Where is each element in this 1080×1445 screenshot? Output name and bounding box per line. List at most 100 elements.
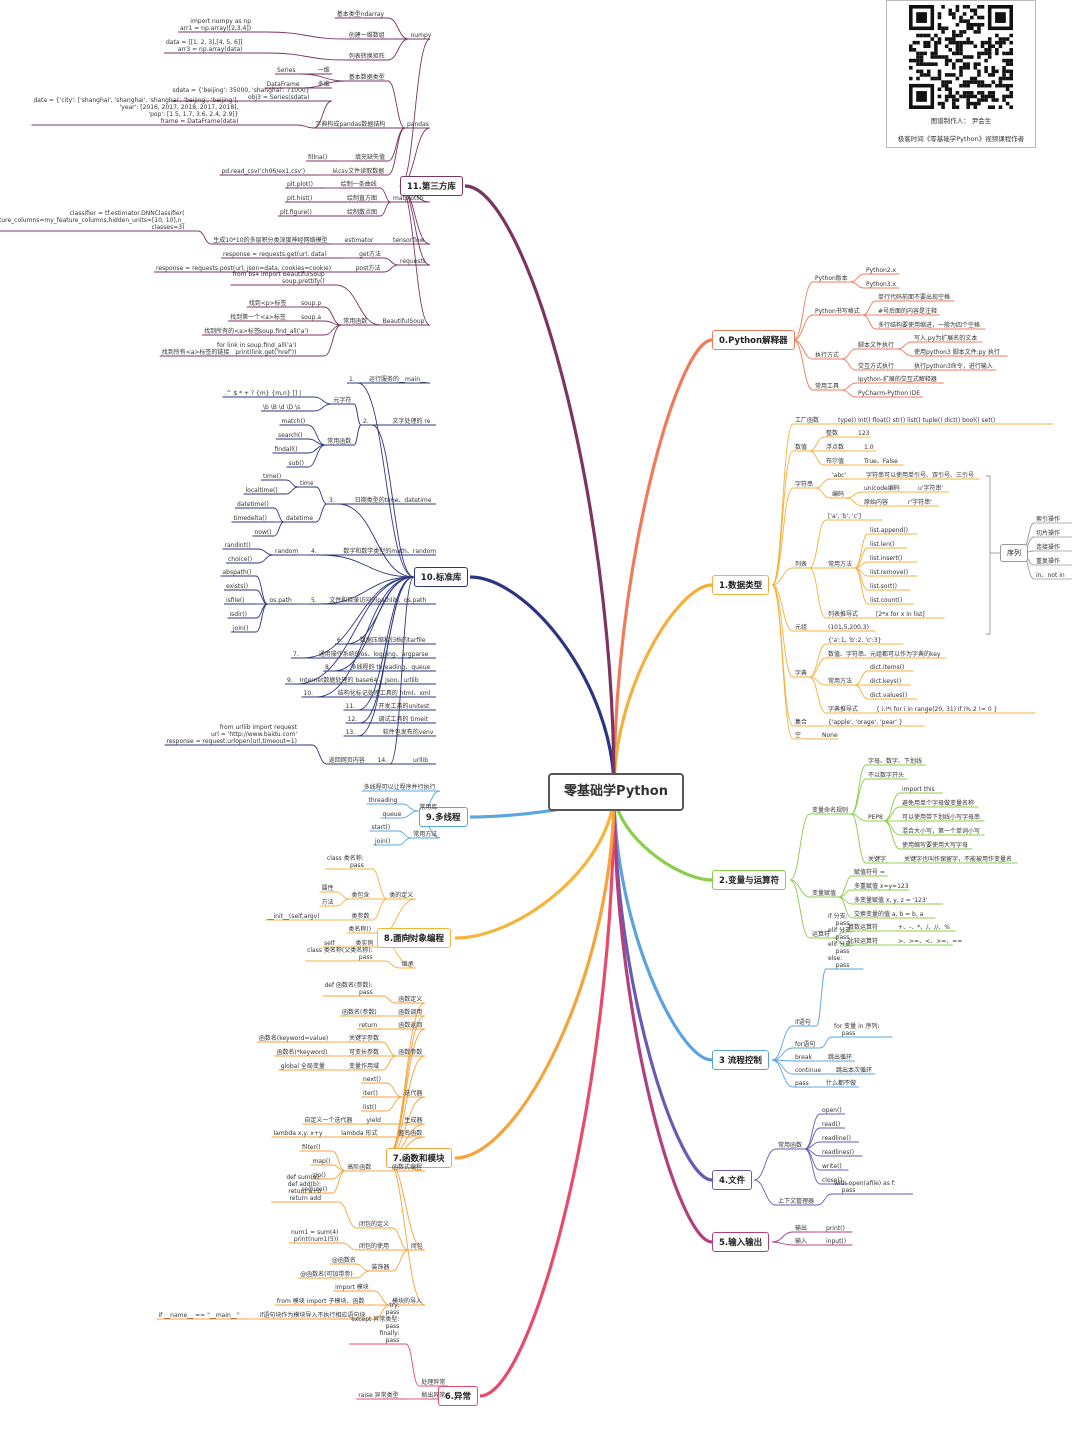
node-link — [841, 382, 857, 391]
node-link — [385, 1157, 426, 1251]
node-label: 常用库 — [419, 804, 438, 811]
node-label: 函数定义 — [398, 996, 423, 1003]
node-label: input() — [826, 1238, 847, 1245]
branch-link — [612, 789, 713, 1062]
node-label: 绘制直方图 — [347, 195, 378, 202]
node-label: 变量赋值 — [812, 890, 837, 897]
node-label: 日期类型的time、datetime — [354, 497, 432, 504]
branch-b4[interactable]: 4.文件 — [712, 1170, 753, 1190]
branch-b9[interactable]: 9.多线程 — [418, 807, 468, 827]
node-label: os.path — [269, 597, 292, 604]
node-link — [397, 830, 412, 839]
node-label: choice() — [228, 556, 253, 563]
node-link — [815, 968, 827, 1027]
node-label: 1. — [349, 376, 355, 383]
node-label: for link in soup.find_all('a') print(lin… — [217, 342, 297, 356]
node-label: with open(afile) as f: pass — [834, 1180, 896, 1194]
node-label: 方法 — [321, 899, 334, 906]
node-label: join() — [375, 838, 391, 845]
node-label: 5. — [311, 597, 317, 604]
node-label: 多线程的 threading、queue — [350, 664, 431, 671]
node-link — [389, 576, 415, 765]
branch-b6[interactable]: 6.异常 — [437, 1386, 479, 1406]
node-label: 运行服务的__main__ — [369, 376, 426, 383]
node-label: plt.plot() — [287, 181, 313, 188]
node-link — [353, 424, 362, 446]
node-label: class 类名称: pass — [326, 855, 364, 869]
root-node[interactable]: 零基础学Python — [548, 773, 684, 811]
node-link — [399, 38, 431, 187]
node-link — [804, 1148, 821, 1185]
node-label: 跳出循环 — [828, 1054, 853, 1061]
node-link — [307, 444, 326, 468]
node-label: 继承 — [401, 961, 414, 968]
branch-b11[interactable]: 11.第三方库 — [399, 176, 463, 196]
node-label: map() — [312, 1158, 331, 1165]
node-label: \b \B \d \D \s — [263, 404, 301, 411]
node-label: 2. — [363, 418, 369, 425]
node-label: list.append() — [870, 527, 908, 534]
node-label: if 分支: pass elif 分支: pass elif 分支: pass … — [828, 913, 854, 969]
node-link — [257, 548, 274, 556]
node-label: 关键字也叫作保留字，不能被用作变量名 — [904, 856, 1013, 863]
node-label: 避免用单个字母做变量名称 — [902, 800, 975, 807]
node-label: post方法 — [355, 265, 381, 272]
node-link — [323, 324, 342, 357]
node-label: join() — [233, 625, 249, 632]
node-link — [301, 576, 414, 659]
node-label: 交互方式执行 — [858, 363, 895, 370]
node-label: def sum(a): def add(b): return a+b retur… — [286, 1174, 322, 1202]
node-label: 字母、数字、下划线 — [868, 758, 923, 765]
node-label: 字典 — [795, 670, 808, 677]
node-link — [257, 554, 274, 564]
node-label: 处理异常 — [421, 1379, 446, 1386]
node-link — [387, 127, 406, 162]
node-link — [401, 803, 418, 812]
node-link — [341, 1242, 358, 1251]
sequence-node[interactable]: 序列 — [1000, 544, 1028, 562]
node-label: 布尔值 — [826, 458, 845, 465]
sequence-item: in、not in — [1036, 572, 1065, 579]
node-label: datetime() — [237, 501, 269, 508]
node-label: continue — [795, 1067, 822, 1074]
branch-b1[interactable]: 1.数据类型 — [712, 575, 770, 595]
node-label: 从csv文件读取数据 — [332, 168, 385, 175]
branch-link — [464, 184, 616, 791]
node-label: 脚本文件执行 — [858, 342, 895, 349]
node-label: 执行python3命令，进行输入 — [914, 363, 993, 370]
branch-b3[interactable]: 3 流程控制 — [712, 1050, 769, 1070]
branch-b0[interactable]: 0.Python解释器 — [712, 330, 795, 350]
branch-b2[interactable]: 2.变量与运算符 — [712, 870, 787, 890]
node-label: 闭包的使用 — [359, 1243, 390, 1250]
node-label: unicode编码 — [864, 485, 900, 492]
sequence-bracket — [986, 475, 991, 635]
node-link — [381, 1041, 397, 1057]
node-label: 原始内容 — [864, 499, 889, 506]
node-label: >、>=、<、>=、== — [898, 938, 963, 945]
node-label: datetime — [286, 515, 314, 522]
node-label: lambda 形式 — [341, 1130, 378, 1137]
node-link — [809, 676, 827, 714]
node-label: 列表推导式 — [828, 611, 859, 618]
node-label: 找到所有的<a>标签 — [204, 328, 260, 335]
node-label: 编码 — [832, 491, 845, 498]
branch-b10[interactable]: 10.标准库 — [413, 567, 469, 587]
node-label: dict.keys() — [870, 678, 902, 685]
node-link — [771, 450, 794, 586]
node-label: 绘制散点图 — [347, 209, 378, 216]
node-link — [862, 300, 877, 316]
branch-b8[interactable]: 8.面向对象编程 — [376, 928, 452, 948]
node-link — [771, 1025, 794, 1061]
branch-b5[interactable]: 5.输入输出 — [712, 1232, 770, 1252]
node-label: random — [275, 548, 299, 555]
node-link — [313, 403, 332, 412]
branch-link — [454, 789, 616, 1160]
node-label: 创建一维数组 — [348, 32, 385, 39]
node-link — [793, 339, 814, 360]
node-label: 填充缺失值 — [355, 154, 386, 161]
branch-b7[interactable]: 7.函数和模块 — [385, 1148, 452, 1168]
node-label: isfile() — [226, 597, 245, 604]
node-label: 文件和目录访问的pathlib、os.path — [329, 597, 427, 604]
node-link — [897, 341, 913, 350]
node-link — [323, 306, 342, 326]
